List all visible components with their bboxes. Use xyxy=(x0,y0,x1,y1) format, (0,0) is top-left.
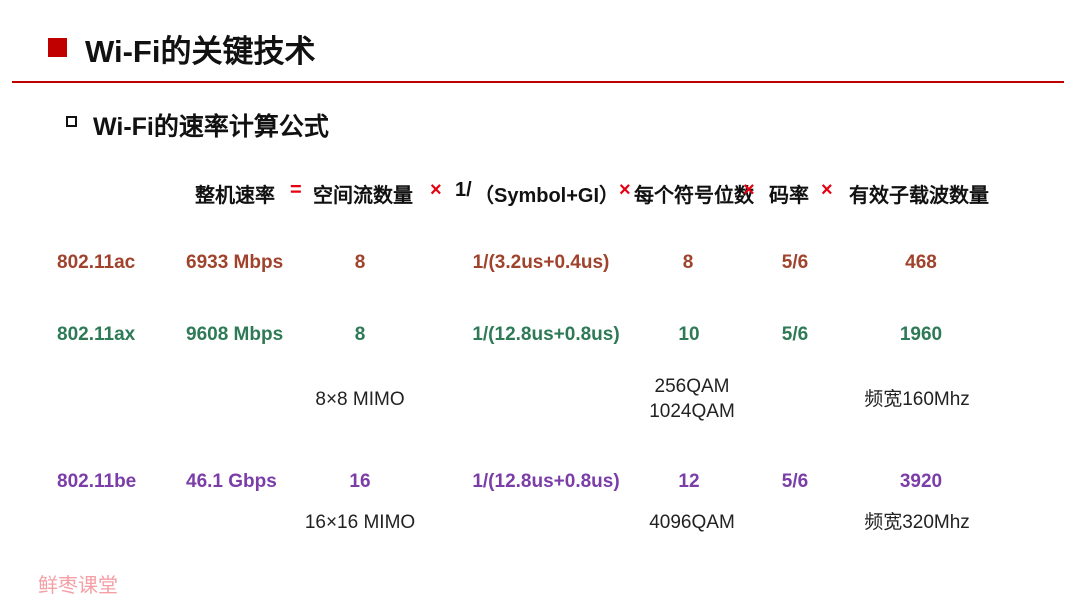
formula-bits-per-symbol: 每个符号位数 xyxy=(634,185,754,207)
ax-bandwidth-note: 频宽160Mhz xyxy=(864,389,970,410)
title-square-icon xyxy=(48,38,67,57)
formula-symbol-gi: （Symbol+GI） xyxy=(474,185,620,207)
row-standard: 802.11ax xyxy=(57,324,136,345)
row-symbol-time: 1/(12.8us+0.8us) xyxy=(472,324,620,345)
row-streams: 8 xyxy=(354,324,366,345)
formula-one-over: 1/ xyxy=(455,179,472,201)
row-code-rate: 5/6 xyxy=(781,324,809,345)
formula-times-3: × xyxy=(743,179,755,201)
formula-code-rate: 码率 xyxy=(769,185,809,207)
formula-total-rate: 整机速率 xyxy=(195,185,275,207)
row-total-rate: 9608 Mbps xyxy=(186,324,284,345)
section-subtitle: Wi-Fi的速率计算公式 xyxy=(93,113,329,141)
row-subcarriers: 468 xyxy=(905,252,937,273)
formula-subcarriers: 有效子载波数量 xyxy=(849,185,989,207)
row-code-rate: 5/6 xyxy=(781,471,809,492)
row-total-rate: 6933 Mbps xyxy=(186,252,284,273)
be-qam-note: 4096QAM xyxy=(649,512,735,533)
ax-qam-note-1: 256QAM xyxy=(654,376,730,397)
row-bits: 10 xyxy=(678,324,700,345)
row-subcarriers: 1960 xyxy=(899,324,943,345)
formula-times-2: × xyxy=(619,179,631,201)
row-bits: 12 xyxy=(678,471,700,492)
be-mimo-note: 16×16 MIMO xyxy=(304,512,416,533)
row-streams: 16 xyxy=(349,471,371,492)
formula-times-1: × xyxy=(430,179,442,201)
formula-equals: = xyxy=(290,179,302,201)
row-standard: 802.11be xyxy=(57,471,137,492)
page-title: Wi-Fi的关键技术 xyxy=(85,34,316,69)
formula-spatial-streams: 空间流数量 xyxy=(313,185,413,207)
row-symbol-time: 1/(12.8us+0.8us) xyxy=(472,471,620,492)
be-bandwidth-note: 频宽320Mhz xyxy=(864,512,970,533)
title-divider xyxy=(12,81,1064,83)
row-streams: 8 xyxy=(354,252,366,273)
watermark-text: 鲜枣课堂 xyxy=(38,575,118,597)
row-code-rate: 5/6 xyxy=(781,252,809,273)
ax-mimo-note: 8×8 MIMO xyxy=(315,389,405,410)
row-standard: 802.11ac xyxy=(57,252,136,273)
row-total-rate: 46.1 Gbps xyxy=(186,471,277,492)
row-bits: 8 xyxy=(682,252,694,273)
subtitle-box-icon xyxy=(66,116,77,127)
row-symbol-time: 1/(3.2us+0.4us) xyxy=(472,252,610,273)
ax-qam-note-2: 1024QAM xyxy=(649,401,735,422)
row-subcarriers: 3920 xyxy=(899,471,943,492)
formula-times-4: × xyxy=(821,179,833,201)
